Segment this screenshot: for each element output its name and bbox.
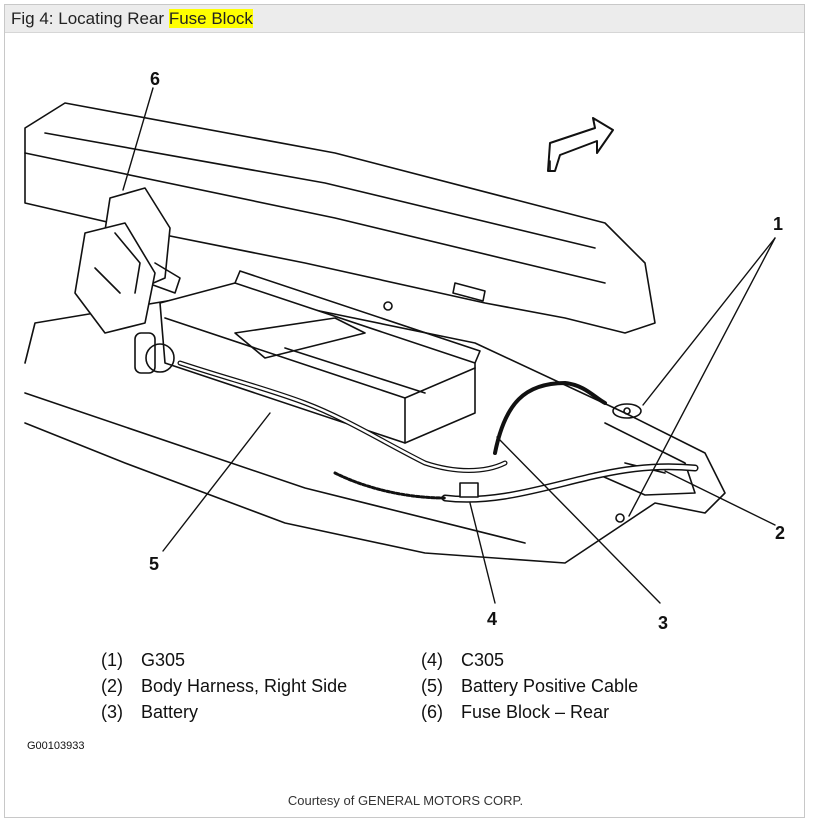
legend-item: (3)Battery (101, 702, 199, 722)
leader-lines (122, 87, 776, 604)
figure-frame: Fig 4: Locating Rear Fuse Block (4, 4, 805, 818)
rear-fuse-block (74, 187, 181, 374)
title-highlight: Fuse Block (168, 9, 253, 28)
callout-1: 1 (773, 214, 783, 234)
legend-item: (2)Body Harness, Right Side (101, 676, 348, 696)
direction-arrow (547, 117, 614, 172)
fuse-block-diagram: 6 1 2 3 4 5 (24, 69, 785, 633)
figure-title: Fig 4: Locating Rear Fuse Block (5, 5, 804, 33)
courtesy-line: Courtesy of GENERAL MOTORS CORP. (287, 793, 524, 808)
legend: (1)G305 (2)Body Harness, Right Side (3)B… (101, 650, 781, 730)
battery (159, 270, 481, 444)
callout-3: 3 (658, 613, 668, 633)
figure-id: G00103933 (27, 740, 85, 752)
callout-5: 5 (149, 554, 159, 574)
legend-item: (6)Fuse Block – Rear (421, 702, 610, 722)
callout-2: 2 (775, 523, 785, 543)
legend-item: (4)C305 (421, 650, 505, 670)
c305-connector (459, 482, 479, 498)
ground-cable (493, 381, 607, 455)
title-prefix: Fig 4: Locating Rear (11, 9, 169, 28)
legend-item: (1)G305 (101, 650, 186, 670)
callout-6: 6 (150, 69, 160, 89)
legend-item: (5)Battery Positive Cable (421, 676, 639, 696)
g305-terminal (612, 403, 642, 419)
callout-4: 4 (487, 609, 497, 629)
